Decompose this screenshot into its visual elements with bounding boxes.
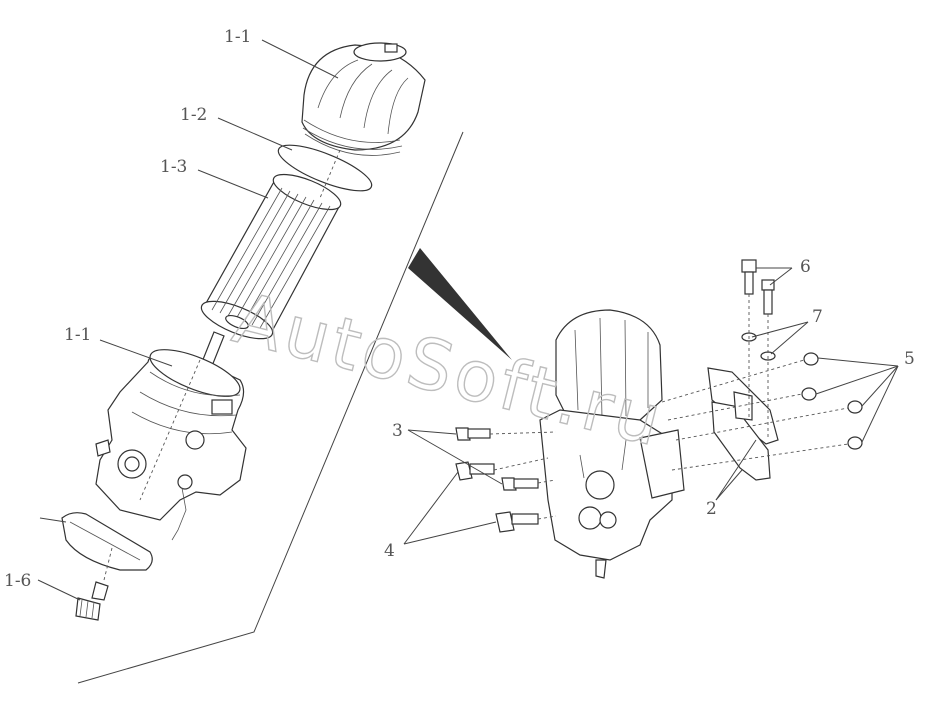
o-ring [277, 144, 373, 192]
separator-housing [95, 349, 247, 541]
filter-cap-top [301, 42, 426, 156]
label-1-6: 1-6 [4, 571, 31, 591]
label-1-3: 1-3 [160, 157, 187, 177]
label-1-1-top: 1-1 [224, 27, 251, 47]
washer-7 [741, 332, 776, 361]
callout-wedge [408, 248, 512, 360]
label-2: 2 [706, 499, 717, 519]
label-3: 3 [392, 421, 403, 441]
label-1-1-mid: 1-1 [64, 325, 91, 345]
bolt-3 [455, 427, 539, 491]
fastener-axis-lines [489, 294, 849, 520]
label-4: 4 [384, 541, 395, 561]
mounting-bracket [707, 367, 779, 481]
bolt-4 [455, 461, 539, 533]
label-6: 6 [800, 257, 811, 277]
nut-5 [801, 352, 863, 450]
label-7: 7 [812, 307, 823, 327]
watermark-text: AutoSoft.ru [226, 277, 673, 463]
filter-element [200, 173, 342, 340]
leader-lines [37, 39, 899, 601]
label-1-2: 1-2 [180, 105, 207, 125]
assembled-unit [539, 309, 685, 579]
assembly-axis [103, 149, 341, 581]
detail-panel-border [77, 131, 464, 684]
bottom-cover [61, 512, 153, 571]
drain-valve [75, 581, 109, 621]
bolt-6 [741, 259, 775, 315]
label-5: 5 [904, 349, 915, 369]
